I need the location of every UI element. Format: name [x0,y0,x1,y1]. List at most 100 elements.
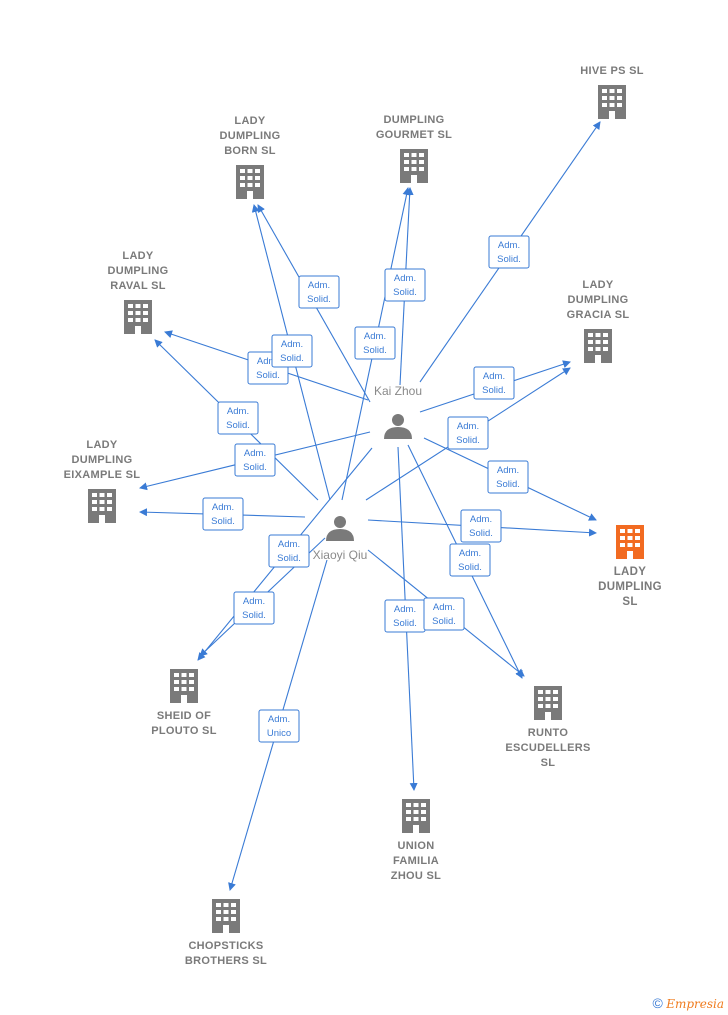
company-node-born[interactable]: LADY DUMPLING BORN SL [219,115,280,199]
company-label: HIVE PS SL [580,65,644,77]
edge-label-kai-gracia[interactable]: Adm.Solid. [473,366,515,400]
edge-label-kai-union[interactable]: Adm.Solid. [384,599,426,633]
edge-label-text: Solid. [226,420,250,431]
edge-label-text: Adm. [483,371,505,382]
edge-label-xiaoyi-sheid[interactable]: Adm. Solid. [268,534,310,568]
person-node-kai[interactable]: Kai Zhou [374,384,422,443]
edge-label-xiaoyi-chopsticks[interactable]: Adm.Unico [258,709,300,743]
edge-label-box [217,401,259,435]
company-label: DUMPLING [219,130,280,142]
edge-label-text: Unico [267,728,291,739]
nodes-layer: HIVE PS SL LADY DUMPLING BORN SL DUMPLING GOU… [64,65,662,967]
company-label: CHOPSTICKS [188,940,263,952]
edge-label-text: Solid. [277,553,301,564]
building-icon [598,85,626,119]
edge-label-kai-ladysl[interactable]: Adm.Solid. [487,460,529,494]
building-icon [212,899,240,933]
company-label: GOURMET SL [376,129,452,141]
edge-label-text: Solid. [280,353,304,364]
edge-label-kai-hive[interactable]: Adm. Solid. [488,235,530,269]
company-label: DUMPLING [598,581,662,593]
person-node-xiaoyi[interactable]: Xiaoyi Qiu [313,509,368,562]
edge-label-box [233,591,275,625]
edge-label-box [488,235,530,269]
edge-label-text: Adm. [498,240,520,251]
footer-brand[interactable]: © Empresia [653,995,724,1011]
edge-label-text: Solid. [469,528,493,539]
company-label: BORN SL [224,145,276,157]
edge-label-text: Adm. [278,539,300,550]
edge-label-text: Adm. [394,604,416,615]
edge-label-box [354,326,396,360]
company-label: SL [541,757,556,769]
edge-label-text: Solid. [307,294,331,305]
person-icon [334,516,346,528]
edge-label-box [423,597,465,631]
company-label: SL [622,596,637,608]
edge-label-xiaoyi-raval[interactable]: Adm. Solid. [217,401,259,435]
edge-label-text: Solid. [432,616,456,627]
company-label: LADY [122,250,154,262]
edge-labels-layer: Adm.Solid.Adm.Solid.Adm.Solid.Adm.Solid.… [202,235,530,743]
company-label: DUMPLING [383,114,444,126]
edge-label-text: Adm. [212,502,234,513]
building-icon [124,300,152,334]
edge-label-text: Adm. [364,331,386,342]
edge-label-kai-runto[interactable]: Adm.Solid. [449,543,491,577]
company-label: LADY [234,115,266,127]
person-icon [392,414,404,426]
edge-label-xiaoyi-ladysl[interactable]: Adm.Solid. [460,509,502,543]
edge-label-text: Solid. [256,370,280,381]
company-label: RUNTO [528,727,569,739]
edge-label-box [449,543,491,577]
edge-label-kai-sheid[interactable]: Adm.Solid. [233,591,275,625]
edge-label-xiaoyi-runto[interactable]: Adm.Solid. [423,597,465,631]
edge-label-text: Adm. [394,273,416,284]
edge-label-text: Solid. [497,254,521,265]
edge-label-xiaoyi-gracia[interactable]: Adm. Solid. [447,416,489,450]
edge-label-xiaoyi-born[interactable]: Adm. Solid. [271,334,313,368]
edge-label-kai-gourmet[interactable]: Adm.Solid. [384,268,426,302]
company-node-gourmet[interactable]: DUMPLING GOURMET SL [376,114,452,183]
edge-label-box [384,268,426,302]
company-label: DUMPLING [71,454,132,466]
edge-label-text: Adm. [227,406,249,417]
company-node-hive[interactable]: HIVE PS SL [580,65,644,119]
edge-label-kai-born[interactable]: Adm. Solid. [298,275,340,309]
brand-logo: Empresia [666,997,724,1011]
company-label: GRACIA SL [567,309,630,321]
copyright-icon: © [652,995,663,1011]
building-icon [616,525,644,559]
edge-label-text: Adm. [257,356,279,367]
edge-label-text: Solid. [458,562,482,573]
person-label: Xiaoyi Qiu [313,548,368,562]
person-label: Kai Zhou [374,384,422,398]
edge-label-xiaoyi-gourmet[interactable]: Adm.Solid. [354,326,396,360]
edge-label-box [298,275,340,309]
edge-label-text: Adm. [497,465,519,476]
building-icon [400,149,428,183]
building-icon [534,686,562,720]
edge-label-text: Adm. [281,339,303,350]
edge-label-text: Solid. [243,462,267,473]
edge-label-kai-eixample[interactable]: Adm. Solid. [234,443,276,477]
edge-label-text: Adm. [244,448,266,459]
building-icon [88,489,116,523]
edge-label-text: Solid. [456,435,480,446]
edge-label-text: Adm. [457,421,479,432]
edge-label-text: Adm. [308,280,330,291]
building-icon [584,329,612,363]
edge-label-box [268,534,310,568]
edge-label-box [473,366,515,400]
edge-label-xiaoyi-eixample[interactable]: Adm.Solid. [202,497,244,531]
company-label: EIXAMPLE SL [64,469,141,481]
